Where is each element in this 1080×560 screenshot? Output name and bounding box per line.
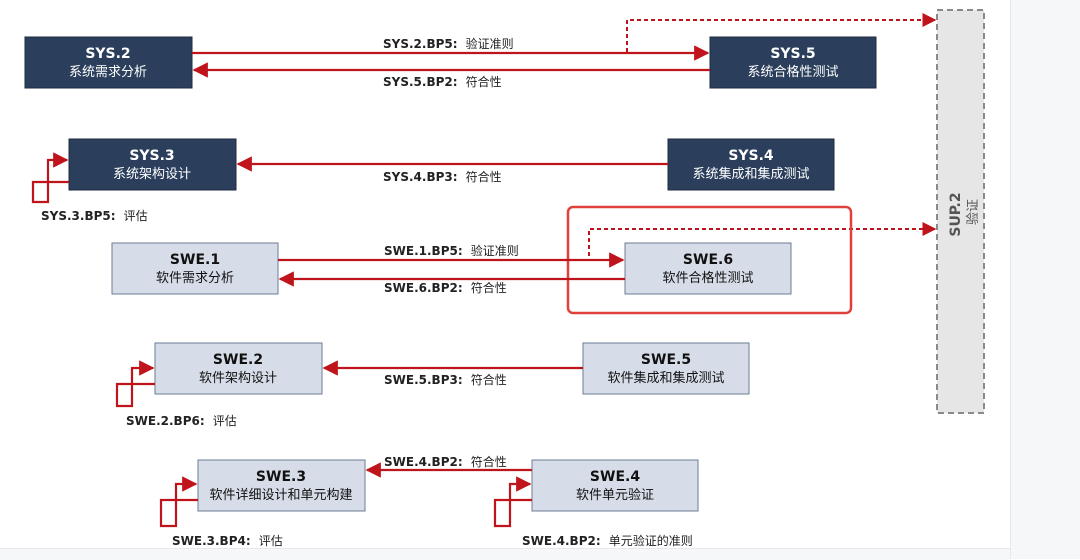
sys5-box: SYS.5 系统合格性测试 [709, 36, 877, 89]
label-swe2-bp6: SWE.2.BP6: 评估 [126, 410, 237, 429]
sys2-box: SYS.2 系统需求分析 [24, 36, 193, 89]
label-sys4-bp3: SYS.4.BP3: 符合性 [383, 166, 502, 185]
label-swe5-bp3: SWE.5.BP3: 符合性 [384, 369, 507, 388]
sup2-box: SUP.2 验证 [936, 9, 985, 414]
label-swe3-bp4: SWE.3.BP4: 评估 [172, 530, 283, 548]
label-swe4-bp2-criteria: SWE.4.BP2: 单元验证的准则 [522, 530, 693, 548]
label-sys3-bp5: SYS.3.BP5: 评估 [41, 205, 148, 224]
sys3-box: SYS.3 系统架构设计 [68, 138, 237, 191]
swe1-name: 软件需求分析 [156, 271, 234, 286]
label-swe6-bp2: SWE.6.BP2: 符合性 [384, 277, 507, 296]
swe6-box: SWE.6 软件合格性测试 [624, 242, 792, 295]
swe6-name: 软件合格性测试 [662, 270, 753, 286]
label-swe4-bp2-conformance: SWE.4.BP2: 符合性 [384, 451, 507, 470]
sys3-self-loop-arrow [31, 152, 69, 204]
swe3-name: 软件详细设计和单元构建 [209, 488, 352, 503]
sys4-box: SYS.4 系统集成和集成测试 [667, 138, 835, 191]
swe5-name: 软件集成和集成测试 [607, 370, 724, 386]
swe2-code: SWE.2 [213, 352, 263, 368]
swe3-box: SWE.3 软件详细设计和单元构建 [197, 459, 366, 512]
process-diagram: SUP.2 验证 SYS.2 系统需求分析 SYS.5 系统合格性测试 SYS.… [24, 9, 985, 548]
swe2-self-loop-arrow [115, 360, 155, 408]
swe5-box: SWE.5 软件集成和集成测试 [582, 342, 750, 395]
swe4-name: 软件单元验证 [576, 487, 654, 503]
sys5-code: SYS.5 [770, 46, 815, 62]
sys2-code: SYS.2 [85, 46, 130, 62]
swe1-box: SWE.1 软件需求分析 [111, 242, 279, 295]
swe5-code: SWE.5 [641, 352, 691, 368]
sys5-to-sup2-dashed-arrow [626, 13, 937, 52]
swe4-self-loop-arrow [493, 476, 532, 528]
swe6-code: SWE.6 [683, 252, 733, 268]
swe4-code: SWE.4 [590, 469, 640, 485]
swe3-code: SWE.3 [256, 469, 306, 485]
swe4-box: SWE.4 软件单元验证 [531, 459, 699, 512]
label-sys5-bp2: SYS.5.BP2: 符合性 [383, 71, 502, 90]
label-swe1-bp5: SWE.1.BP5: 验证准则 [384, 240, 519, 259]
label-sys2-bp5: SYS.2.BP5: 验证准则 [383, 33, 514, 52]
sys3-name: 系统架构设计 [113, 167, 191, 182]
right-side-panel [1010, 0, 1080, 559]
sys3-code: SYS.3 [129, 148, 174, 164]
swe2-box: SWE.2 软件架构设计 [154, 342, 323, 395]
swe1-code: SWE.1 [170, 252, 220, 268]
swe2-name: 软件架构设计 [199, 371, 277, 386]
sys4-code: SYS.4 [728, 148, 774, 164]
sys4-name: 系统集成和集成测试 [692, 166, 809, 182]
sys5-name: 系统合格性测试 [747, 64, 838, 80]
swe6-to-sup2-dashed-arrow [588, 222, 937, 256]
sup2-code: SUP.2 [948, 192, 964, 236]
bottom-strip [0, 548, 1010, 560]
swe3-self-loop-arrow [159, 476, 198, 528]
sup2-name: 验证 [965, 199, 981, 225]
svg-text:SUP.2 验证: SUP.2 验证 [945, 187, 981, 236]
sys2-name: 系统需求分析 [69, 65, 147, 80]
